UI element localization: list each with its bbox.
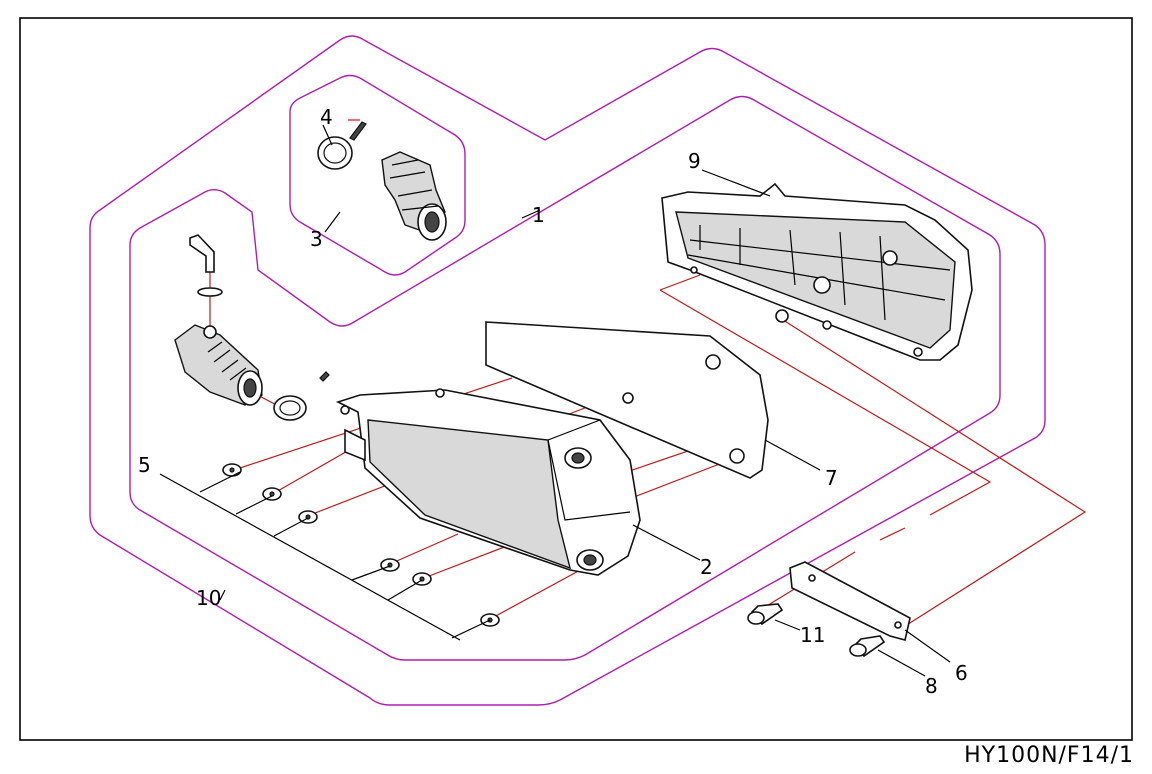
callout-11: 11 xyxy=(800,623,825,647)
callout-1: 1 xyxy=(532,203,545,227)
assembly-outline-10 xyxy=(89,35,1046,706)
callout-6: 6 xyxy=(955,661,968,685)
intake-hose-part xyxy=(381,151,447,241)
breather-tube-part xyxy=(174,234,263,406)
gasket-plate-part xyxy=(485,321,769,479)
callout-8: 8 xyxy=(925,674,938,698)
callout-3: 3 xyxy=(310,227,323,251)
bolt-11 xyxy=(747,603,784,626)
callout-7: 7 xyxy=(825,466,838,490)
assembly-outline-1 xyxy=(129,95,1001,661)
callout-2: 2 xyxy=(700,555,713,579)
drawing-frame xyxy=(19,17,1133,741)
assembly-outline-3 xyxy=(289,74,466,276)
leader-lines xyxy=(159,124,951,677)
callout-5: 5 xyxy=(138,453,151,477)
drawing-code: HY100N/F14/1 xyxy=(964,743,1134,768)
hose-clamp-part xyxy=(317,121,367,170)
callout-4: 4 xyxy=(320,105,333,129)
air-cleaner-case-part xyxy=(335,388,641,576)
bracket-part-6 xyxy=(789,561,911,641)
filter-cover-part xyxy=(661,182,973,361)
outlet-clamp-part xyxy=(273,371,330,421)
callout-10: 10 xyxy=(196,586,221,610)
callout-9: 9 xyxy=(688,149,701,173)
bolt-8 xyxy=(849,635,886,658)
